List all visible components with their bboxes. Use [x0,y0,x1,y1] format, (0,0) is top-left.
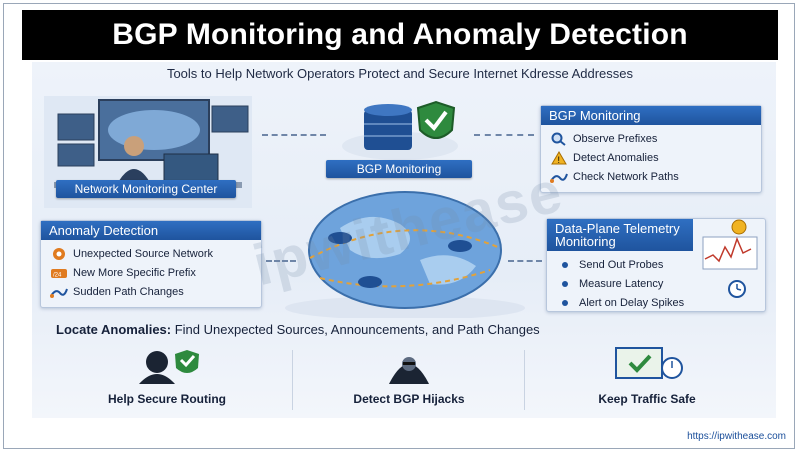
path-icon [549,170,569,184]
telemetry-title: Data-Plane Telemetry Monitoring [547,219,693,251]
anomaly-detection-card: Anomaly Detection Unexpected Source Netw… [40,220,262,308]
telemetry-card: Data-Plane Telemetry Monitoring Send Out… [546,218,766,312]
list-item: ! Detect Anomalies [549,148,753,167]
item-label: Check Network Paths [573,170,679,183]
monitoring-center-label: Network Monitoring Center [56,180,236,198]
path-change-icon [49,285,69,299]
bottom-item-secure-routing: Help Secure Routing [52,338,282,416]
locate-text: Find Unexpected Sources, Announcements, … [171,322,540,337]
anomaly-detection-title: Anomaly Detection [41,221,261,240]
warning-icon: ! [549,150,569,165]
title-bar: BGP Monitoring and Anomaly Detection [22,10,778,60]
page-title: BGP Monitoring and Anomaly Detection [112,18,688,51]
monitor-check-icon [615,347,683,379]
bottom-label: Keep Traffic Safe [598,392,696,406]
list-item: Check Network Paths [549,167,753,186]
subtitle: Tools to Help Network Operators Protect … [166,66,634,81]
bullet-icon [555,258,575,272]
network-source-icon [49,247,69,261]
globe-icon [285,191,525,320]
divider [524,350,525,410]
svg-text:/24: /24 [53,272,62,278]
locate-prefix: Locate Anomalies: [56,322,172,337]
center-label: BGP Monitoring [326,160,472,178]
server-shield-icon [342,100,458,160]
list-item: Measure Latency [555,274,757,293]
bottom-label: Help Secure Routing [107,392,226,406]
bottom-label: Detect BGP Hijacks [353,392,465,406]
item-label: Detect Anomalies [573,151,659,164]
clock-icon [728,280,746,298]
item-label: Send Out Probes [579,258,664,271]
bgp-monitoring-card: BGP Monitoring Observe Prefixes ! Detect… [540,105,762,193]
source-url: https://ipwithease.com [687,431,786,442]
item-label: New More Specific Prefix [73,266,196,279]
item-label: Observe Prefixes [573,132,658,145]
bullet-icon [555,296,575,310]
list-item: Alert on Delay Spikes [555,293,757,312]
bottom-item-traffic-safe: Keep Traffic Safe [532,338,762,416]
hooded-hacker-icon [389,357,429,384]
connector-anomaly [266,260,296,262]
bullet-icon [555,277,575,291]
bottom-item-detect-hijacks: Detect BGP Hijacks [294,338,524,416]
locate-anomalies-text: Locate Anomalies: Find Unexpected Source… [56,322,540,337]
list-item: Sudden Path Changes [49,282,253,301]
connector-left [262,134,326,136]
list-item: Send Out Probes [555,255,757,274]
list-item: /24 New More Specific Prefix [49,263,253,282]
latency-chart-icon [702,219,758,270]
list-item: Unexpected Source Network [49,244,253,263]
magnifier-icon [549,132,569,146]
item-label: Measure Latency [579,277,664,290]
item-label: Unexpected Source Network [73,247,214,260]
list-item: Observe Prefixes [549,129,753,148]
bottom-row: Help Secure Routing Detect BGP Hijacks K… [42,338,772,416]
connector-telemetry [508,260,542,262]
hacker-shield-icon [139,350,199,384]
connector-right [474,134,534,136]
bgp-server-node [340,100,460,162]
divider [292,350,293,410]
monitoring-center-illustration: Network Monitoring Center [44,96,252,208]
globe-illustration [280,188,530,320]
bgp-monitoring-title: BGP Monitoring [541,106,761,125]
prefix-tag-icon: /24 [49,266,69,280]
svg-text:!: ! [558,155,561,165]
item-label: Alert on Delay Spikes [579,296,685,309]
item-label: Sudden Path Changes [73,285,184,298]
